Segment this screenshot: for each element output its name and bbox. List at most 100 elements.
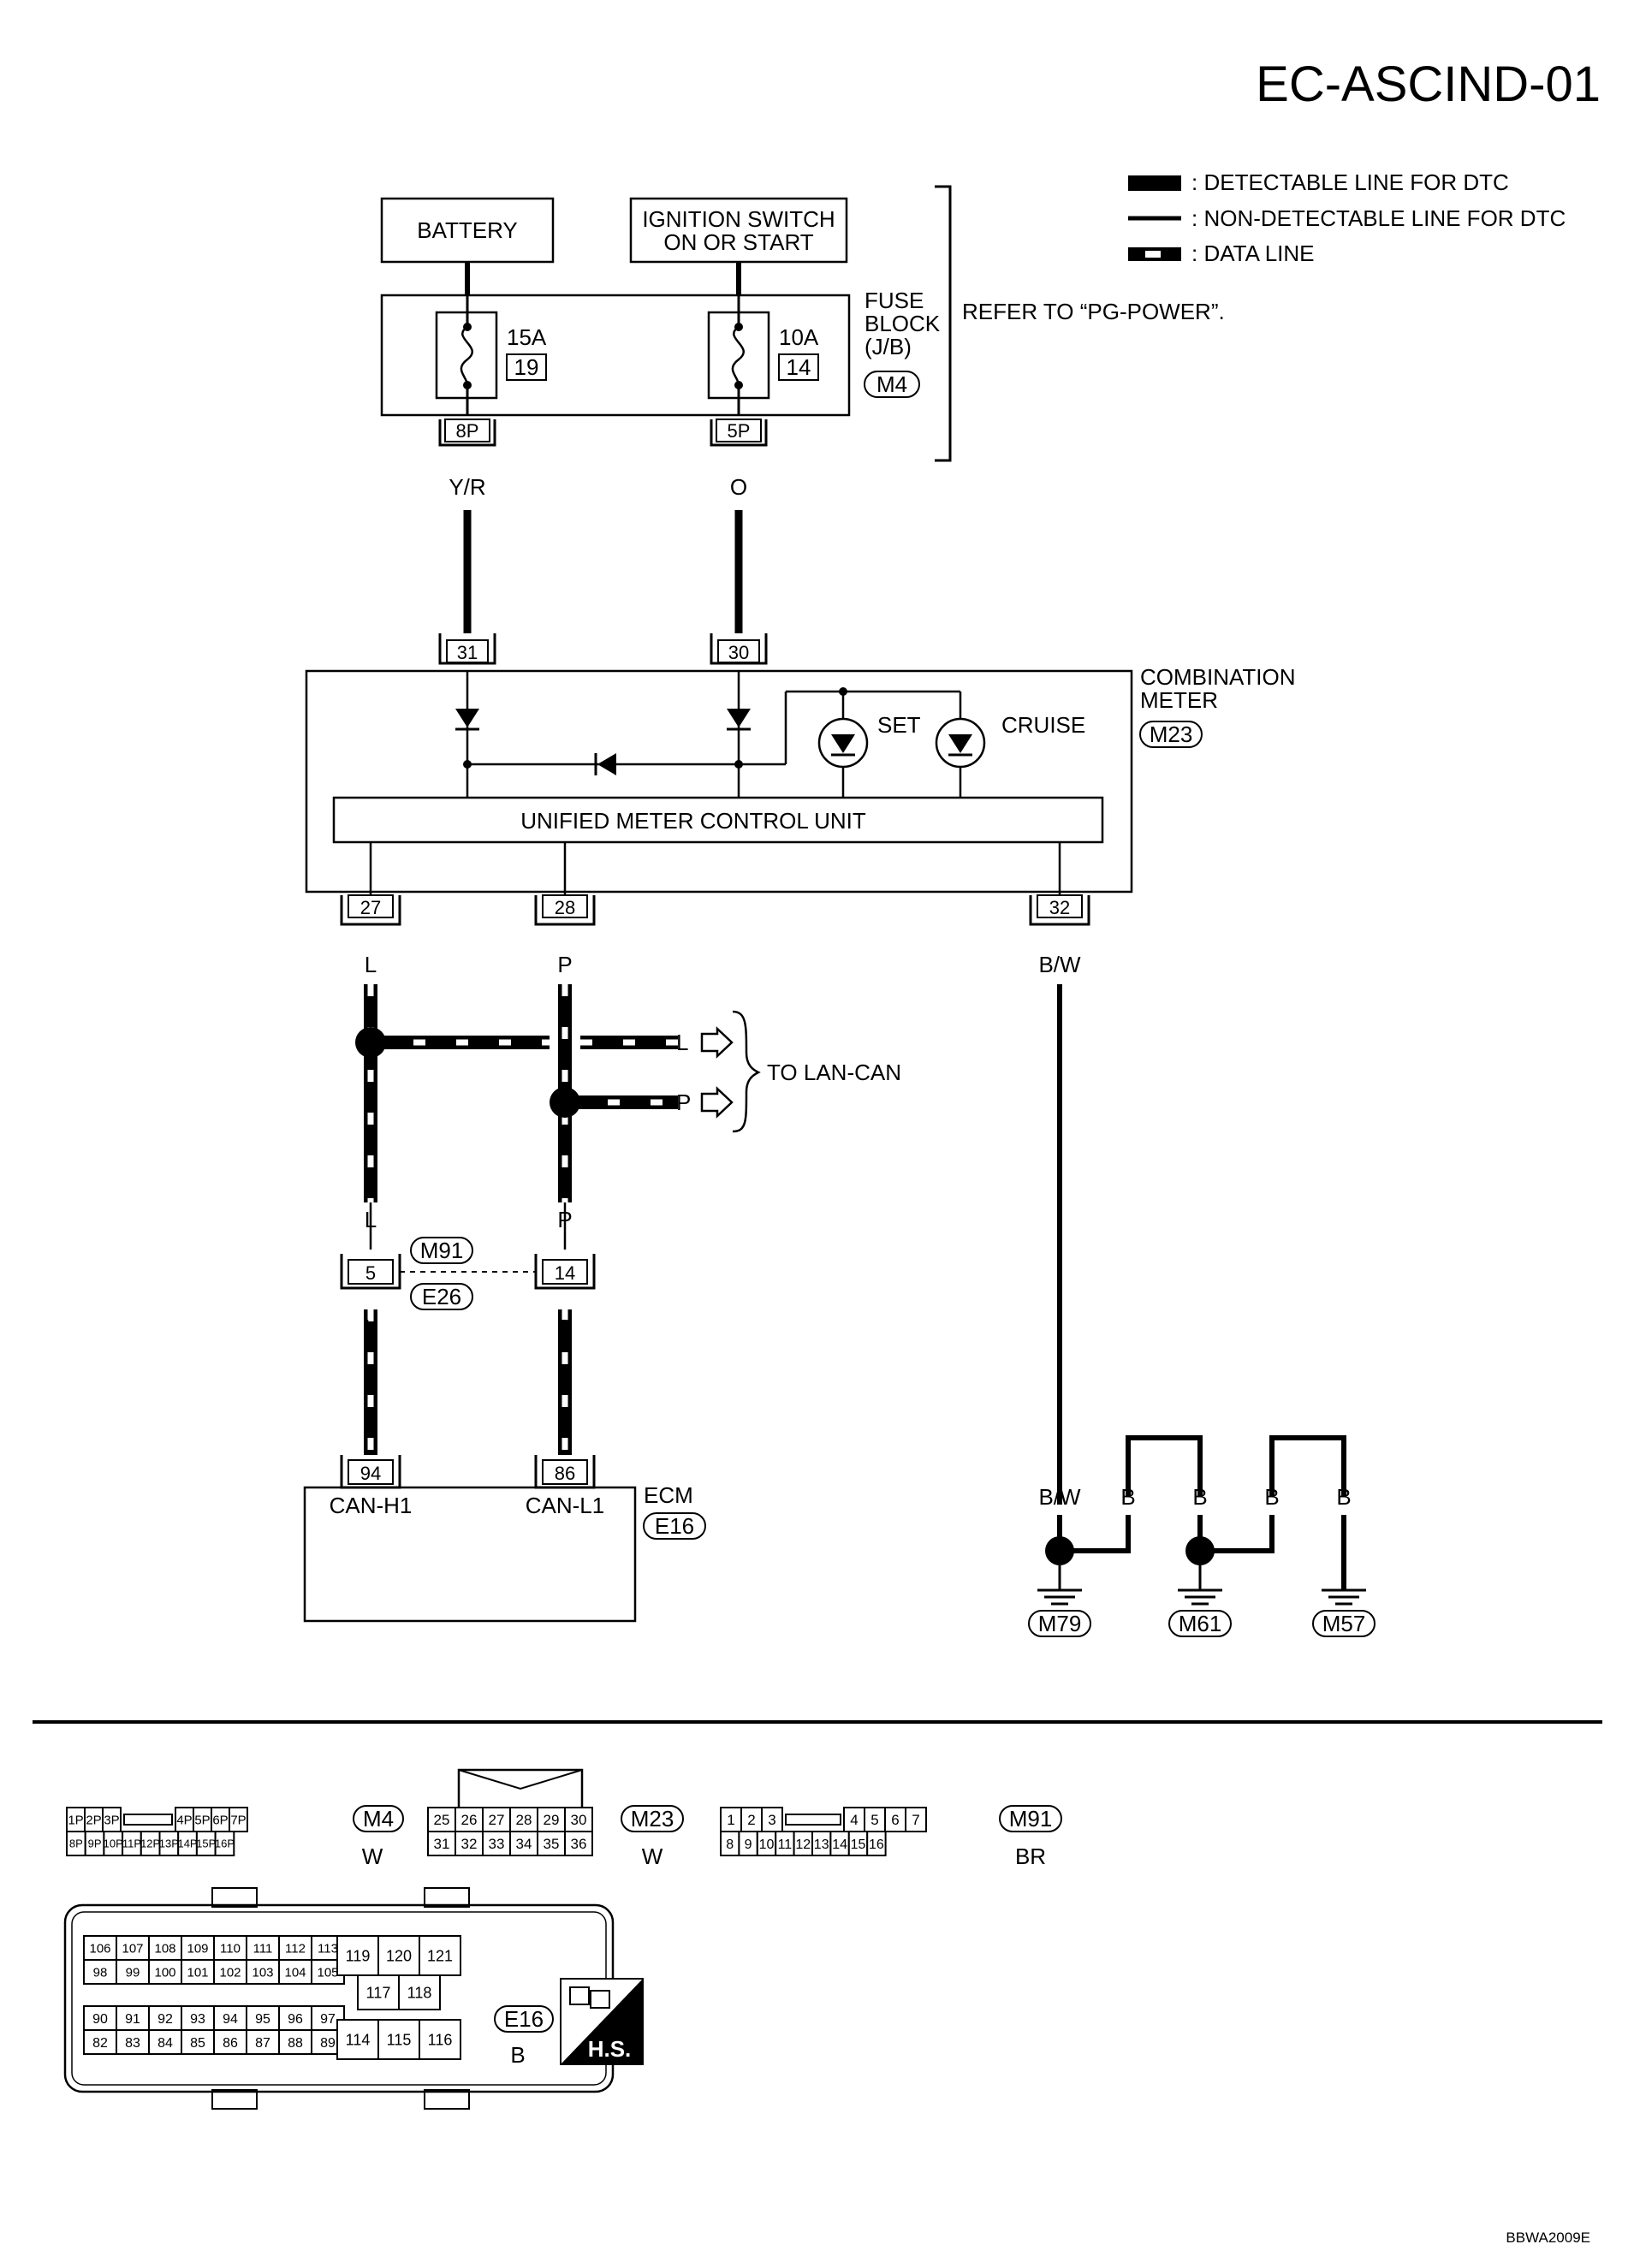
e16-pin-label: 90 (92, 2012, 108, 2027)
fuse-block-connector: M4 (876, 371, 907, 397)
ecm-connector: E16 (655, 1513, 694, 1539)
e16-pin (278, 2029, 312, 2055)
harness-symbol-icon (560, 1978, 644, 2065)
m91-pin-label: 15 (851, 1838, 866, 1852)
unit-label: UNIFIED METER CONTROL UNIT (520, 808, 866, 834)
ecm-pin-86-label: 86 (555, 1463, 575, 1484)
e16-pin-label: 103 (252, 1965, 273, 1980)
diagram-title: EC-ASCIND-01 (1256, 56, 1601, 112)
can-data-lines (364, 984, 678, 1455)
fuse-19 (435, 295, 498, 415)
m4-pin (229, 1807, 248, 1832)
wire-p-label-2: P (557, 1207, 572, 1232)
e16-pin-label: 92 (157, 2012, 173, 2027)
fuse-block-label-3: (J/B) (865, 334, 912, 359)
m23-pin-label: 25 (434, 1812, 450, 1828)
e16-pin-label: 87 (255, 2036, 270, 2051)
ground-m79-label: M79 (1038, 1611, 1082, 1636)
e16-pin-label: 84 (157, 2036, 173, 2051)
m4-pin-label: 1P (68, 1813, 83, 1827)
wire-l-label-3: L (365, 1315, 377, 1340)
e16-pin (419, 2019, 461, 2060)
m91-pin-label: 9 (745, 1838, 752, 1852)
m4-pin-label: 16P (215, 1838, 235, 1850)
figure-code: BBWA2009E (1506, 2229, 1590, 2246)
e16-pin-label: 82 (92, 2036, 108, 2051)
m23-pin-label: 34 (516, 1836, 532, 1852)
combination-meter-box (305, 669, 1133, 894)
e16-pin-label: 114 (346, 2031, 371, 2048)
wire-bw-label-2: B/W (1038, 1484, 1081, 1510)
m4-pin (214, 1831, 235, 1856)
connector-e16-color: B (510, 2042, 525, 2068)
legend-non-detectable-label: : NON-DETECTABLE LINE FOR DTC (1191, 205, 1566, 231)
meter-pin-30-label: 30 (728, 642, 749, 663)
cruise-label: CRUISE (1001, 712, 1085, 738)
joint-pin-14 (534, 1254, 596, 1290)
wire-bw-label-1: B/W (1038, 952, 1081, 977)
m23-pin (564, 1831, 593, 1856)
wire-yr-label: Y/R (449, 474, 485, 500)
e16-pin-label: 101 (187, 1965, 208, 1980)
m23-pin-label: 30 (571, 1812, 587, 1828)
refer-bracket (935, 185, 952, 462)
m91-pin-label: 11 (778, 1838, 793, 1852)
e16-pin-label: 111 (253, 1941, 273, 1956)
m23-pin-label: 32 (461, 1836, 478, 1852)
refer-text: REFER TO “PG-POWER”. (962, 299, 1225, 324)
wire-l-label-1: L (365, 952, 377, 977)
m23-pin-label: 33 (489, 1836, 505, 1852)
m91-pin-label: 7 (912, 1812, 919, 1828)
wire-p-label-1: P (557, 952, 572, 977)
m91-pin-label: 12 (795, 1838, 811, 1852)
ecm-can-h1: CAN-H1 (330, 1493, 413, 1518)
diode-1-icon (455, 709, 479, 727)
junction-l (355, 1027, 386, 1058)
meter-label-2: METER (1140, 687, 1218, 713)
m23-pin (455, 1831, 484, 1856)
e16-pin (213, 1959, 247, 1985)
m4-pin-label: 2P (86, 1813, 101, 1827)
m4-pin-label: 14P (177, 1838, 197, 1850)
fuse-block (380, 294, 851, 417)
m4-pin-label: 9P (88, 1838, 102, 1850)
m23-pin-label: 28 (516, 1812, 532, 1828)
meter-pin-28-label: 28 (555, 897, 575, 918)
fuse-block-label-1: FUSE (865, 288, 924, 313)
wire-l-label-2: L (365, 1207, 377, 1232)
e16-pin-label: 112 (285, 1941, 306, 1956)
meter-pin-31 (438, 633, 496, 665)
e16-pin-label: 88 (288, 2036, 303, 2051)
connector-e16-housing (63, 1887, 615, 2110)
e16-pin-label: 107 (122, 1941, 143, 1956)
wire-o-label: O (730, 474, 747, 500)
ground-m57-label: M57 (1322, 1611, 1366, 1636)
e16-pin (357, 1974, 400, 2010)
e16-pin-label: 96 (288, 2012, 303, 2027)
e16-pin-label: 104 (284, 1965, 306, 1980)
m4-pin-label: 11P (122, 1838, 141, 1850)
e16-pin-label: 83 (125, 2036, 140, 2051)
m4-pin-label: 4P (176, 1813, 192, 1827)
e16-pin-label: 94 (223, 2012, 238, 2027)
connector-m91-label: M91 (1009, 1806, 1053, 1832)
e16-pin-label: 100 (154, 1965, 175, 1980)
battery-label: BATTERY (417, 217, 518, 243)
wire-p-label-3: P (557, 1315, 572, 1340)
m4-pin-label: 6P (212, 1813, 228, 1827)
ecm-box (303, 1486, 637, 1623)
ground-m61-icon (1178, 1536, 1222, 1606)
lan-can-p-label: P (676, 1089, 691, 1115)
e16-pin (278, 2005, 312, 2031)
wire-b-label-3: B (1264, 1484, 1279, 1510)
legend-detectable-label: : DETECTABLE LINE FOR DTC (1191, 169, 1509, 195)
e16-pin-label: 91 (125, 2012, 140, 2027)
e16-pin-label: 117 (366, 1984, 391, 2001)
ground-m79-icon (1037, 1536, 1082, 1606)
m91-pin-label: 6 (891, 1812, 899, 1828)
diode-3-icon (597, 753, 616, 775)
m91-pin (866, 1831, 887, 1856)
m23-pin-label: 35 (544, 1836, 560, 1852)
